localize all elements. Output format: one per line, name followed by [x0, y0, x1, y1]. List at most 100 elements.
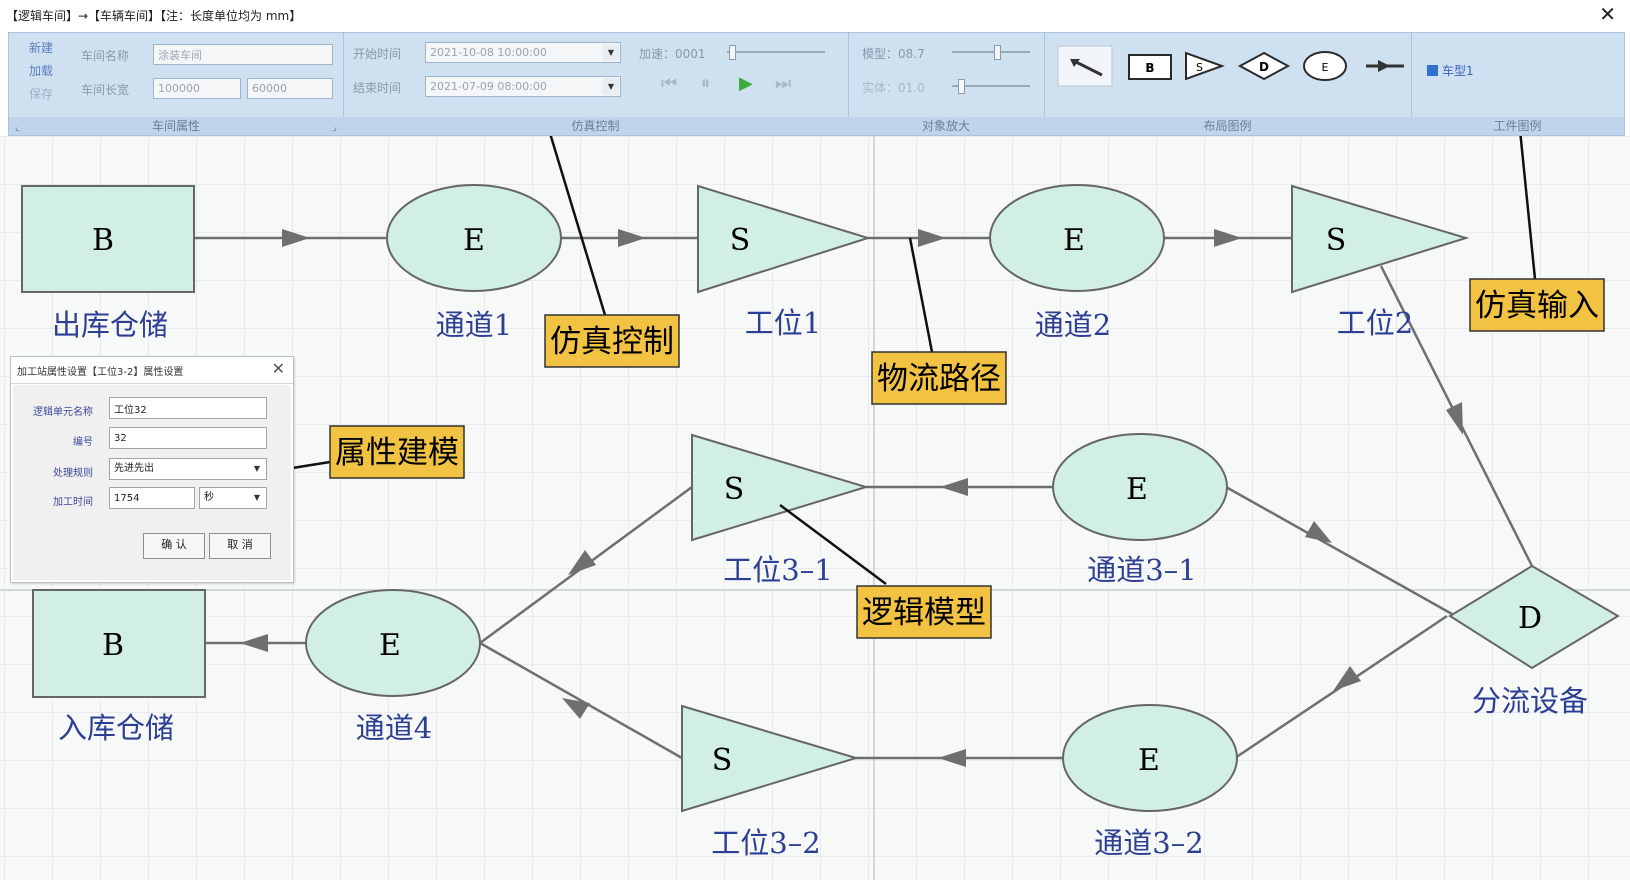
legend-d-icon[interactable] [1237, 51, 1291, 81]
node-st2[interactable] [1291, 184, 1470, 294]
label-st1: 工位1 [745, 306, 821, 340]
save-button[interactable]: 保存 [29, 87, 54, 101]
arrow-head [1446, 402, 1463, 435]
start-time-value: 2021-10-08 10:00:00 [430, 46, 547, 59]
entity-zoom-track[interactable] [952, 85, 1030, 87]
time-unit-select[interactable]: 秒 ▼ [199, 487, 267, 509]
expand-icon[interactable]: ⌟ [332, 122, 337, 133]
group-label-sim-control: 仿真控制 [343, 117, 848, 135]
letter-e: E [463, 223, 485, 258]
node-diverter[interactable] [1448, 564, 1620, 670]
node-st1[interactable] [697, 184, 872, 294]
fast-forward-icon[interactable]: ⏭ [775, 73, 792, 94]
workshop-length-input[interactable] [153, 78, 241, 99]
play-icon[interactable]: ▶ [739, 73, 753, 94]
dialog-title-bar: 加工站属性设置【工位3-2】属性设置 ✕ [11, 357, 293, 384]
workshop-width-input[interactable] [247, 78, 333, 99]
callout-logistics: 物流路径 [877, 361, 1001, 397]
legend-s-text: S [1196, 61, 1203, 74]
chevron-down-icon[interactable]: ▼ [603, 44, 619, 61]
group-workpiece-legend: 车型1 工件图例 [1411, 33, 1624, 135]
nodes [21, 184, 1620, 813]
load-button[interactable]: 加载 [29, 64, 54, 78]
workshop-name-input[interactable] [153, 44, 333, 65]
label-ch1: 通道1 [436, 308, 512, 342]
legend-e-text: E [1322, 61, 1329, 74]
close-icon[interactable]: ✕ [1599, 2, 1616, 26]
speed-slider-track[interactable] [727, 51, 825, 53]
speed-slider-thumb[interactable] [729, 45, 736, 60]
node-ch4[interactable] [305, 589, 481, 697]
entity-zoom-label: 实体：01.0 [862, 81, 925, 95]
ok-button[interactable]: 确 认 [143, 533, 205, 559]
callout-sim-input-box [1469, 278, 1605, 332]
workshop-size-label: 车间长宽 [81, 83, 130, 97]
unit-id-input[interactable] [109, 427, 267, 449]
expand-icon[interactable]: ⌞ [15, 122, 20, 133]
node-ch31[interactable] [1052, 433, 1228, 541]
workshop-name-label: 车间名称 [81, 49, 130, 63]
letter-b: B [102, 628, 124, 663]
legend-b-text: B [1145, 61, 1154, 75]
legend-s-icon[interactable] [1185, 51, 1225, 81]
cancel-button[interactable]: 取 消 [209, 533, 271, 559]
group-layout-legend: B S D E 布局图例 [1044, 33, 1412, 135]
arrow-head [562, 698, 590, 719]
field-label-name: 逻辑单元名称 [33, 407, 93, 418]
rule-select[interactable]: 先进先出 ▼ [109, 458, 267, 480]
node-st32[interactable] [681, 704, 860, 813]
rewind-icon[interactable]: ⏮ [661, 73, 678, 94]
letter-s: S [730, 223, 751, 258]
process-time-input[interactable] [109, 487, 195, 509]
chevron-down-icon[interactable]: ▼ [603, 78, 619, 95]
end-time-value: 2021-07-09 08:00:00 [430, 80, 547, 93]
path-arrows [240, 229, 1463, 767]
node-in-storage[interactable] [32, 589, 206, 698]
group-label-layout-legend: 布局图例 [1044, 117, 1411, 135]
letter-e: E [1126, 472, 1148, 507]
workpiece-legend-item[interactable]: 车型1 [1442, 64, 1474, 78]
start-time-select[interactable]: 2021-10-08 10:00:00 ▼ [425, 42, 621, 63]
chevron-down-icon[interactable]: ▼ [249, 460, 265, 477]
model-zoom-thumb[interactable] [994, 45, 1001, 60]
field-label-id: 编号 [73, 437, 93, 448]
model-zoom-label: 模型：08.7 [862, 47, 925, 61]
legend-b-icon[interactable] [1128, 54, 1172, 80]
leader-sim-input [1519, 136, 1537, 280]
letter-s: S [712, 743, 733, 778]
entity-zoom-thumb[interactable] [958, 79, 965, 94]
pause-icon[interactable]: ⏸ [701, 73, 710, 94]
pointer-head [1070, 59, 1080, 67]
callout-sim-control: 仿真控制 [550, 324, 674, 360]
node-ch2[interactable] [989, 184, 1165, 292]
arrow-head [240, 634, 268, 652]
callout-attr-model-box [329, 425, 465, 479]
label-out-storage: 出库仓储 [52, 308, 168, 342]
arrow-head [1333, 666, 1361, 691]
end-time-select[interactable]: 2021-07-09 08:00:00 ▼ [425, 76, 621, 97]
legend-e-icon[interactable] [1303, 51, 1347, 81]
node-out-storage[interactable] [21, 185, 195, 293]
layout-legend-icons: B S D E [1057, 45, 1404, 87]
new-button[interactable]: 新建 [29, 41, 54, 55]
unit-name-input[interactable] [109, 397, 267, 419]
model-zoom-track[interactable] [952, 51, 1030, 53]
arrow-head [918, 229, 946, 247]
title-bar: 【逻辑车间】→【车辆车间】【注：长度单位均为 mm】 ✕ [0, 0, 1630, 30]
leader-logic-model [779, 503, 887, 586]
letter-b: B [92, 223, 114, 258]
close-icon[interactable]: ✕ [271, 359, 285, 378]
node-ch32[interactable] [1062, 704, 1238, 812]
letter-s: S [724, 472, 745, 507]
dialog-title: 加工站属性设置【工位3-2】属性设置 [17, 367, 184, 378]
group-sim-control: 开始时间 2021-10-08 10:00:00 ▼ 结束时间 2021-07-… [343, 33, 849, 135]
chevron-down-icon[interactable]: ▼ [249, 489, 265, 506]
letter-e: E [379, 628, 401, 663]
node-ch1[interactable] [386, 184, 562, 292]
node-letters: B E S E S S E D B E S E [92, 223, 1542, 778]
node-st31[interactable] [691, 433, 870, 542]
ribbon-toolbar: 新建 加载 保存 车间名称 车间长宽 车间属性 ⌞ ⌟ 开始时间 2021-10… [8, 32, 1625, 136]
workpiece-swatch [1427, 65, 1438, 76]
legend-path-arrow [1378, 60, 1390, 72]
